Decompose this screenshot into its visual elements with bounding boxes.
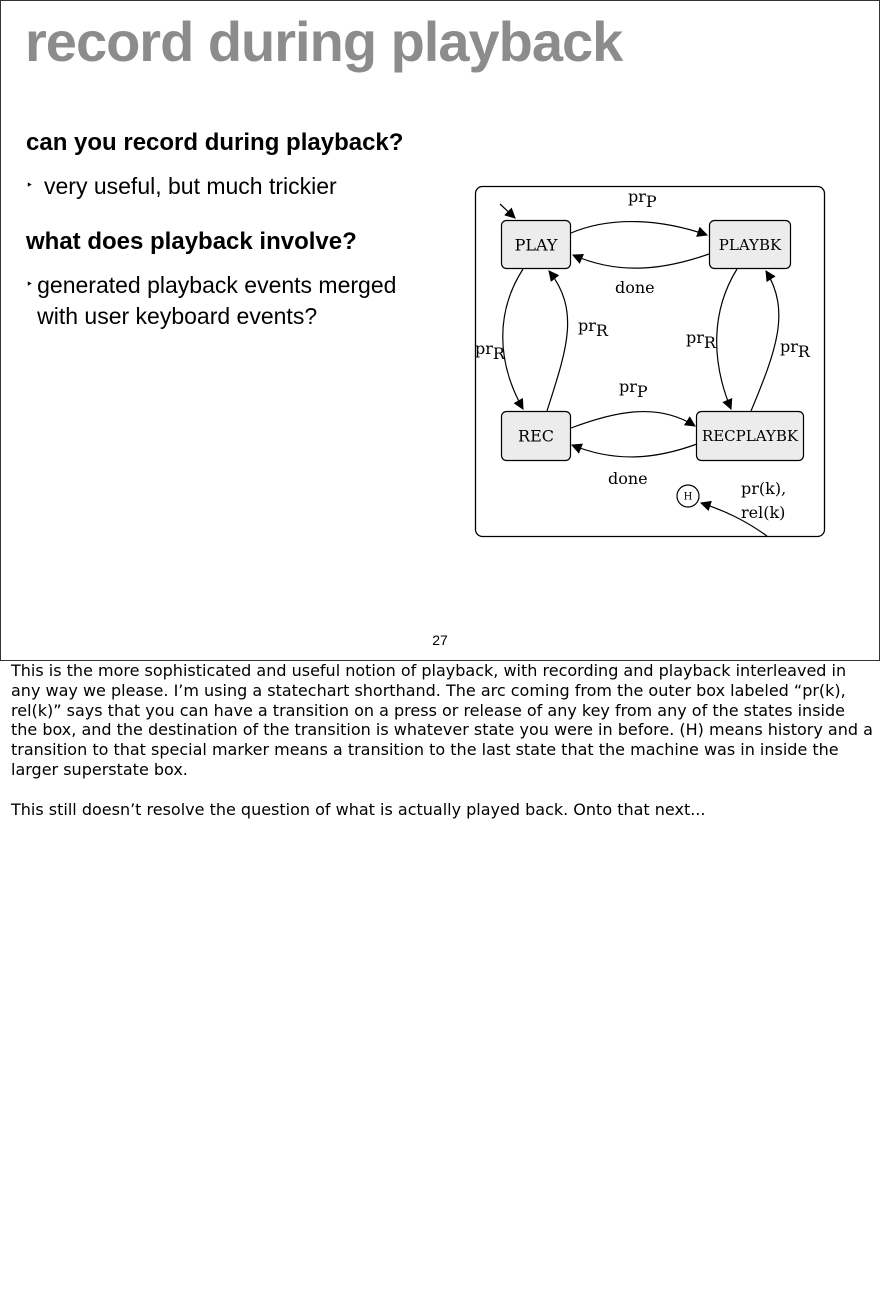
label-pr-r-playbk-left: prR bbox=[686, 328, 717, 352]
state-recplaybk: RECPLAYBK bbox=[695, 410, 805, 462]
transition-playbk-to-recplaybk bbox=[716, 268, 738, 410]
bullet-item: ‣ generated playback events merged with … bbox=[26, 270, 436, 332]
bullet-item: ‣ very useful, but much trickier bbox=[26, 171, 337, 202]
state-label-rec: REC bbox=[518, 427, 554, 446]
question-record-during-playback: can you record during playback? bbox=[26, 129, 404, 156]
transition-rec-to-play bbox=[546, 270, 569, 412]
notes-paragraph: This is the more sophisticated and usefu… bbox=[11, 661, 873, 779]
superstate-box bbox=[474, 185, 826, 538]
bullet-marker: ‣ bbox=[26, 277, 34, 291]
initial-transition-arrow bbox=[499, 203, 516, 219]
transition-recplaybk-to-playbk bbox=[750, 270, 780, 412]
question-playback-involve: what does playback involve? bbox=[26, 228, 357, 255]
notes-paragraph: This still doesn’t resolve the question … bbox=[11, 799, 706, 819]
label-done-bottom: done bbox=[608, 469, 648, 488]
page-number: 27 bbox=[432, 632, 448, 648]
state-label-playbk: PLAYBK bbox=[719, 236, 782, 254]
label-pr-p-top: prP bbox=[628, 187, 657, 211]
slide-title: record during playback bbox=[25, 10, 623, 73]
label-pr-r-play-rec-left: prR bbox=[475, 339, 506, 363]
statechart-diagram: PLAY PLAYBK REC RECPLAYBK H bbox=[474, 185, 826, 538]
state-label-play: PLAY bbox=[515, 236, 558, 255]
label-pr-r-playbk-right: prR bbox=[780, 337, 811, 361]
label-pr-p-bottom: prP bbox=[619, 377, 648, 401]
transition-rec-to-recplaybk bbox=[570, 410, 696, 429]
history-label: H bbox=[684, 492, 693, 503]
state-play: PLAY bbox=[500, 219, 572, 270]
bullet-text: very useful, but much trickier bbox=[44, 173, 337, 199]
label-outer-arc-line2: rel(k) bbox=[741, 503, 785, 522]
history-marker: H bbox=[676, 484, 700, 508]
slide: record during playback can you record du… bbox=[0, 0, 880, 661]
transition-superstate-to-history bbox=[699, 500, 768, 537]
bullet-marker: ‣ bbox=[26, 178, 34, 192]
bullet-text: generated playback events merged with us… bbox=[37, 272, 397, 329]
transition-playbk-to-play bbox=[572, 253, 710, 269]
transition-recplaybk-to-rec bbox=[571, 443, 698, 458]
speaker-notes: This is the more sophisticated and usefu… bbox=[11, 661, 873, 839]
state-label-recplaybk: RECPLAYBK bbox=[702, 427, 799, 445]
label-done-top: done bbox=[615, 278, 655, 297]
state-playbk: PLAYBK bbox=[708, 219, 792, 270]
label-pr-r-play-rec-right: prR bbox=[578, 316, 609, 340]
state-rec: REC bbox=[500, 410, 572, 462]
label-outer-arc-line1: pr(k), bbox=[741, 479, 786, 498]
transition-play-to-playbk bbox=[570, 221, 709, 237]
transition-play-to-rec bbox=[502, 268, 524, 410]
